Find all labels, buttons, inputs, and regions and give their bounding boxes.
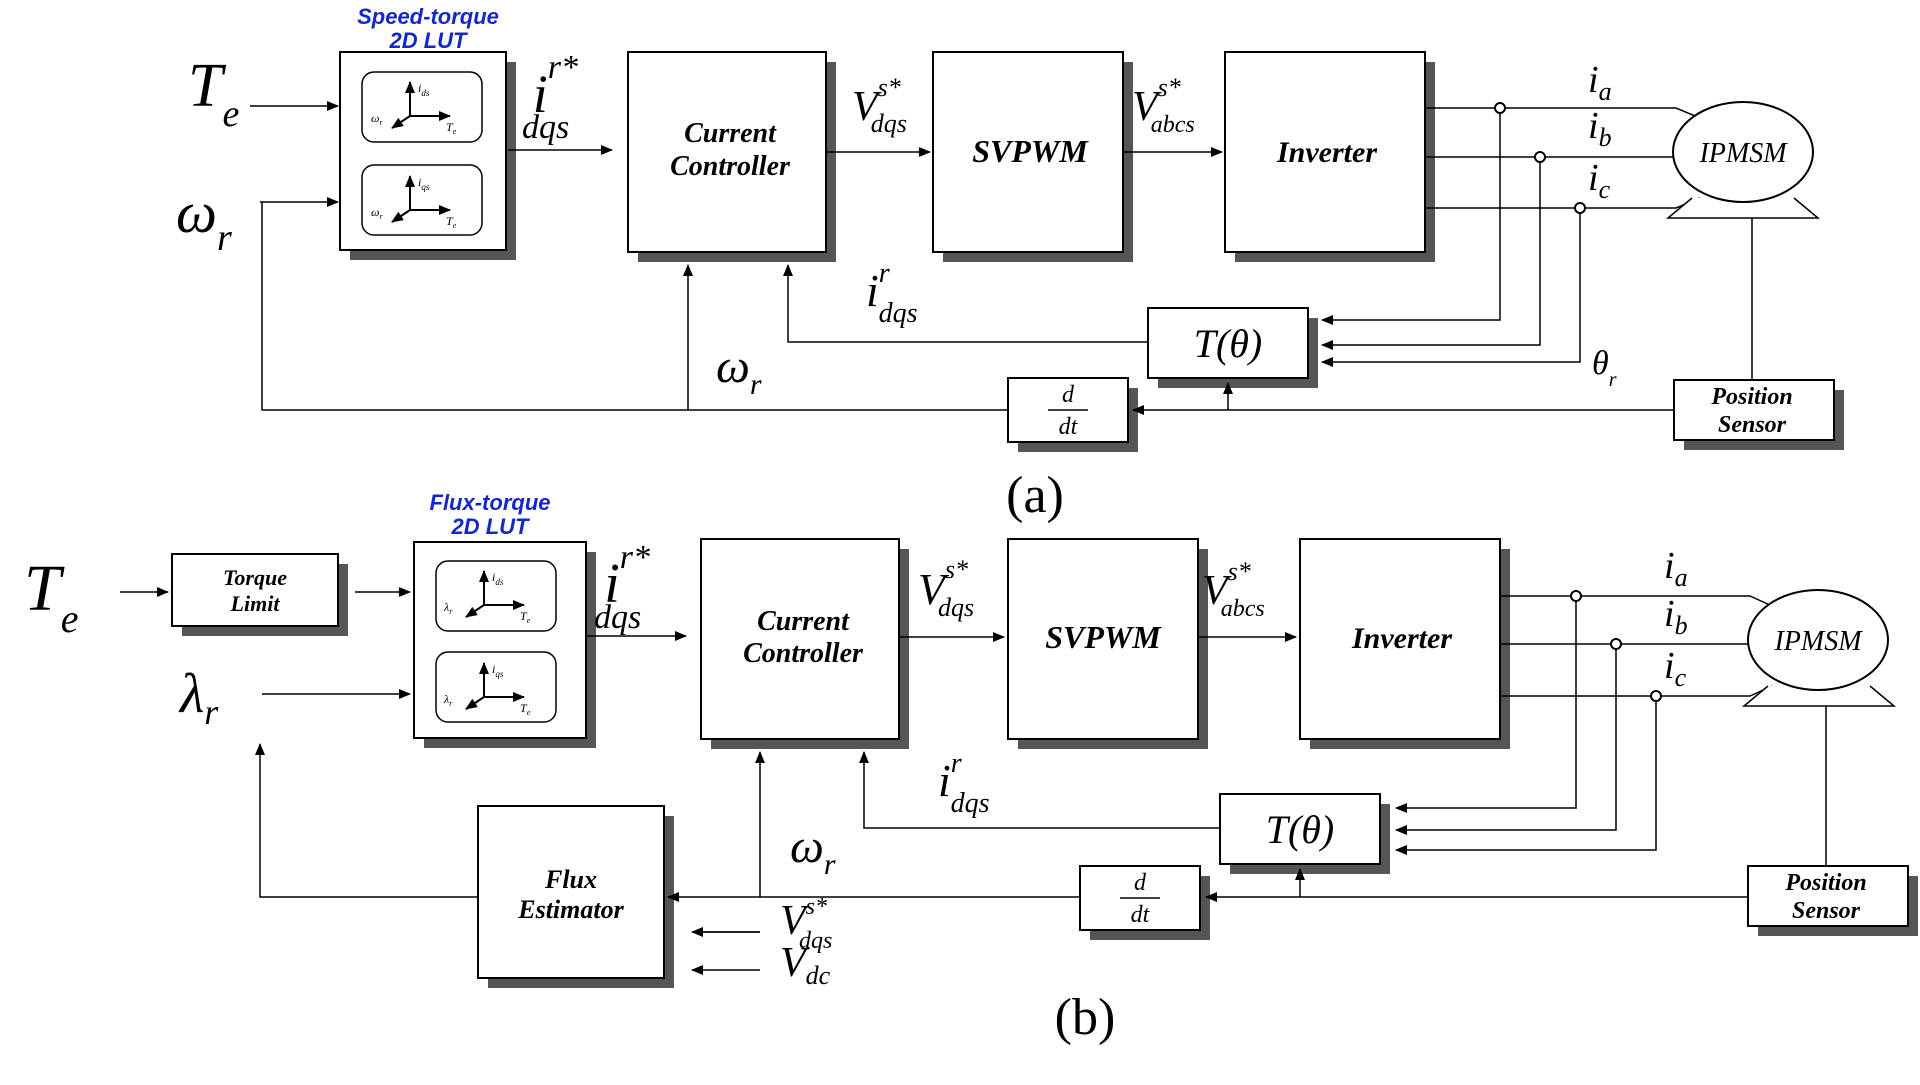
svg-text:ids: ids [492,570,504,587]
current-controller-a: Current Controller [627,51,836,262]
current-controller-b: Current Controller [700,538,909,749]
v-dqs-b: Vs*dqs [918,555,974,622]
svg-text:SVPWM: SVPWM [972,133,1089,169]
torque-input-a: Te [188,52,239,135]
v-dqs-a: Vs*dqs [852,73,907,138]
position-sensor-a: Position Sensor [1673,379,1844,450]
diagram-b: Flux-torque 2D LUT Te Torque Limit ids λ… [24,490,1918,1046]
svg-text:Te: Te [520,609,531,625]
ref-current-b: ir*dqs [594,539,650,636]
svg-text:Position: Position [1710,384,1792,410]
svpwm-a: SVPWM [932,51,1133,262]
svg-text:Te: Te [446,120,457,136]
svg-text:dt: dt [1131,902,1151,928]
phase-ic-b: ic [1664,645,1687,692]
flux-torque-lut-block: ids λr Te iqs λr Te [413,541,596,748]
flux-input-b: λr [178,663,219,732]
svg-text:Sensor: Sensor [1718,412,1787,438]
flux-estimator-block: Flux Estimator [477,805,674,988]
derivative-block-b: d dt [1079,865,1210,940]
lut-icon-ids: ids ωr Te [361,71,483,143]
svg-text:d: d [1062,382,1075,408]
svg-text:Controller: Controller [670,151,791,182]
svg-text:ωr: ωr [371,205,383,221]
svg-text:d: d [1134,870,1147,896]
svg-text:dt: dt [1059,414,1079,440]
phase-ic-a: ic [1588,157,1611,204]
fb-speed-b: ωr [790,820,836,881]
svg-text:iqs: iqs [492,662,504,679]
diagram-a: Speed-torque 2D LUT ids ωr Te iqs ωr [176,4,1844,524]
lut-title-b-line1: Flux-torque [430,490,551,515]
torque-input-b: Te [24,552,78,641]
phase-ib-b: ib [1664,593,1688,640]
svg-text:T(θ): T(θ) [1266,807,1335,852]
caption-b: (b) [1055,989,1116,1046]
svg-text:Current: Current [684,118,777,149]
lut-title-b-line2: 2D LUT [451,514,531,539]
svg-text:Te: Te [520,701,531,717]
ipmsm-motor-b: IPMSM [1741,589,1897,707]
svg-text:Te: Te [446,214,457,230]
fb-speed-a: ωr [716,340,762,401]
lut-title-a-line2: 2D LUT [389,28,469,53]
est-vdc: Vdc [780,940,831,990]
transform-block-b: T(θ) [1219,793,1390,874]
svg-text:SVPWM: SVPWM [1045,619,1162,655]
caption-a: (a) [1006,467,1064,524]
svg-text:iqs: iqs [418,175,430,192]
svg-text:IPMSM: IPMSM [1773,626,1863,657]
torque-limit-block: Torque Limit [171,553,348,636]
lut-icon-iqs: iqs ωr Te [361,164,483,236]
svg-text:Estimator: Estimator [517,895,624,924]
inverter-a: Inverter [1224,51,1435,262]
position-sensor-b: Position Sensor [1747,865,1918,936]
v-abcs-b: Vs*abcs [1202,557,1265,622]
svg-text:Torque: Torque [223,565,287,590]
phase-ib-a: ib [1588,105,1612,152]
lut-title-a-line1: Speed-torque [357,4,499,29]
svg-text:ωr: ωr [371,111,383,127]
v-abcs-a: Vs*abcs [1132,73,1195,138]
svg-text:Inverter: Inverter [1351,622,1452,655]
svg-text:IPMSM: IPMSM [1698,138,1788,169]
est-v-dqs: Vs*dqs [780,894,832,954]
transform-block-a: T(θ) [1147,307,1318,388]
ipmsm-motor-a: IPMSM [1665,101,1821,219]
lut-icon-b-iqs: iqs λr Te [435,651,557,723]
svg-text:Sensor: Sensor [1792,898,1861,924]
speed-input-a: ωr [176,180,232,259]
svg-text:Position: Position [1784,870,1866,896]
svg-text:Inverter: Inverter [1276,136,1377,169]
phase-ia-b: ia [1664,545,1688,592]
inverter-b: Inverter [1299,538,1510,749]
phase-ia-a: ia [1588,59,1612,106]
svg-text:Current: Current [757,606,850,637]
svg-text:T(θ): T(θ) [1194,321,1263,366]
svpwm-b: SVPWM [1007,538,1208,749]
ref-current-a: ir*dqs [522,49,578,146]
svg-text:λr: λr [443,692,453,708]
svg-text:Flux: Flux [544,865,597,894]
svg-text:ids: ids [418,81,430,98]
svg-text:λr: λr [443,600,453,616]
derivative-block-a: d dt [1007,377,1138,452]
speed-torque-lut-block: ids ωr Te iqs ωr Te [339,51,516,260]
svg-text:Limit: Limit [230,591,281,616]
lut-icon-b-ids: ids λr Te [435,560,557,632]
theta-label-a: θr [1592,345,1617,391]
svg-text:Controller: Controller [743,638,864,669]
